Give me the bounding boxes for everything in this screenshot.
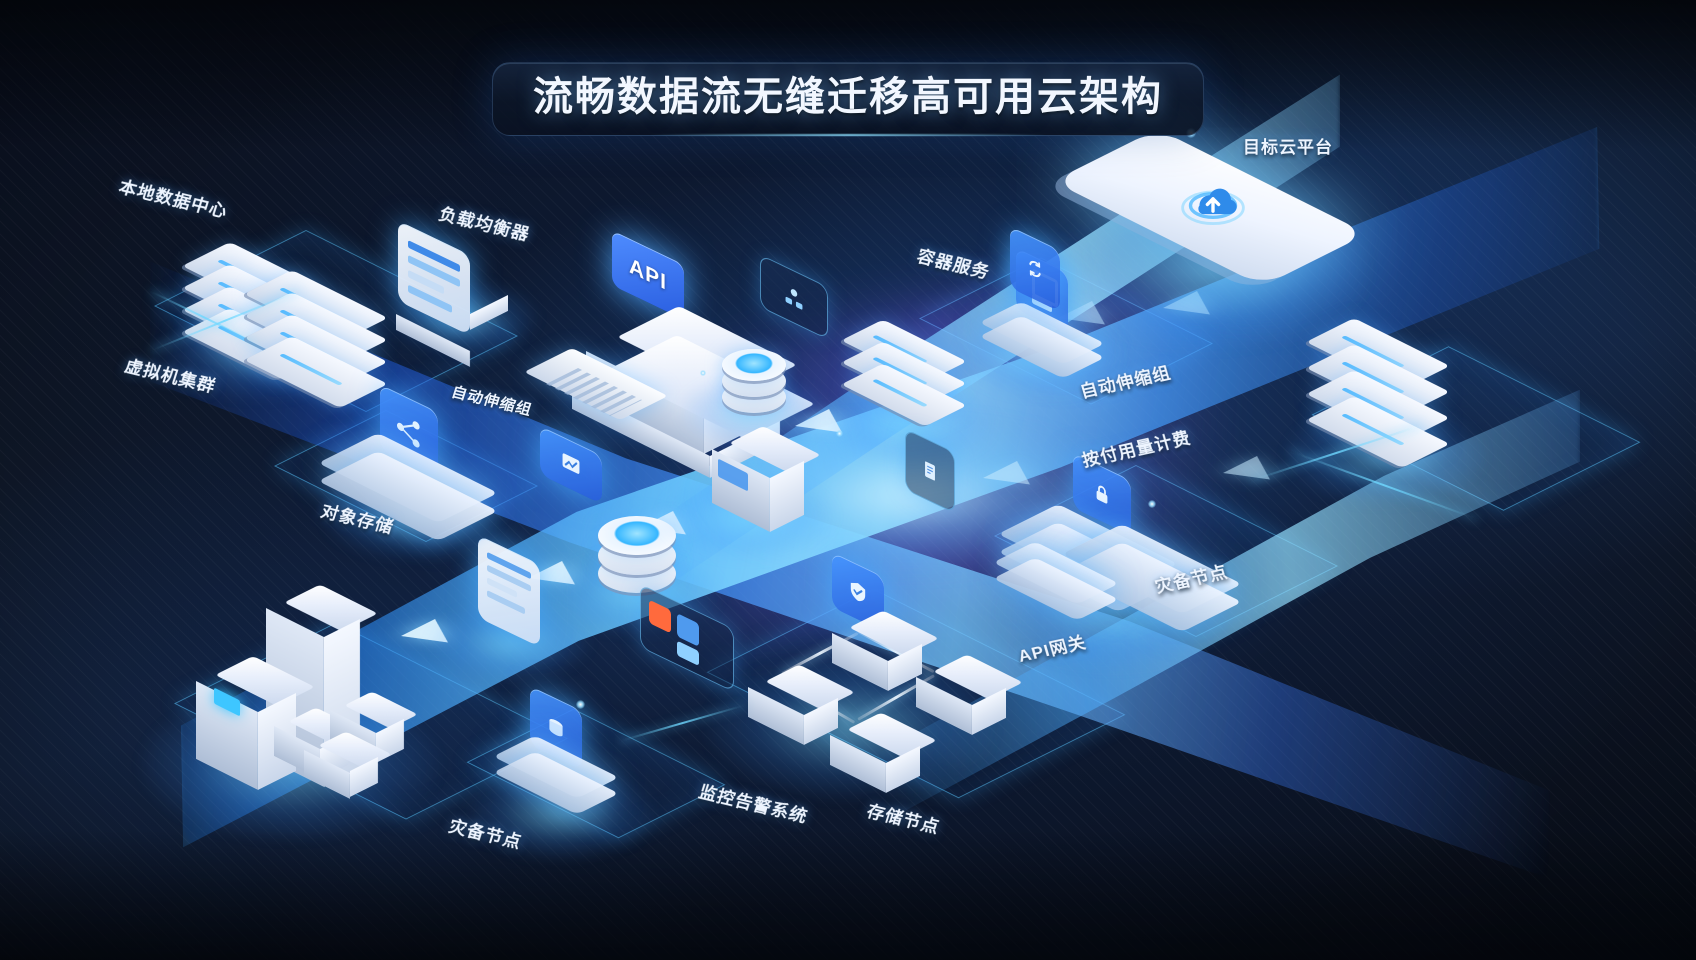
chart-icon [562, 453, 580, 474]
api-badge[interactable]: API [612, 230, 684, 320]
sync-icon [1029, 260, 1041, 278]
db-disc-top [722, 349, 786, 381]
document-icon [925, 461, 935, 481]
cloud-upload-icon [1181, 188, 1245, 225]
lock-icon [1096, 485, 1108, 504]
page-title: 流畅数据流无缝迁移高可用云架构 [533, 75, 1163, 119]
flow-arrow-8 [983, 461, 1047, 493]
title-banner: 流畅数据流无缝迁移高可用云架构 [492, 62, 1204, 136]
shield-icon [850, 582, 866, 602]
sparkle [576, 700, 585, 709]
title-pill: 流畅数据流无缝迁移高可用云架构 [492, 62, 1204, 136]
label-target-cloud-platform: 目标云平台 [1243, 138, 1333, 157]
network-icon [785, 289, 803, 310]
sparkle [1148, 500, 1156, 508]
floating-card-network[interactable] [760, 254, 828, 340]
